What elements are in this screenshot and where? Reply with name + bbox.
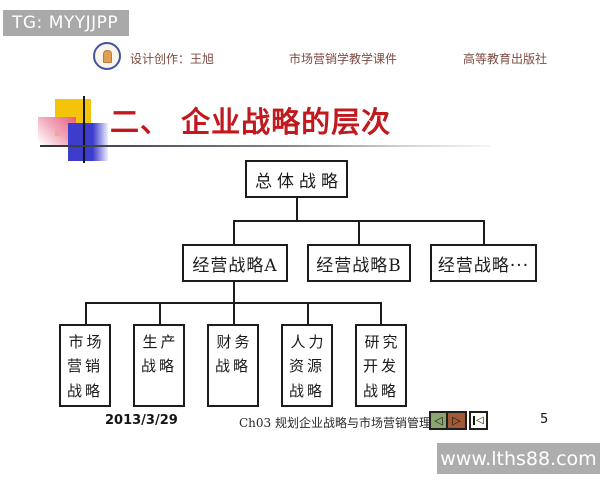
connector-line — [296, 198, 298, 222]
title-accent-blue-square — [68, 123, 108, 161]
first-slide-triangle-icon: ◁ — [476, 415, 484, 426]
node-overall-strategy: 总体战略 — [245, 160, 348, 198]
node-hr-strategy: 人力 资源 战略 — [281, 324, 333, 407]
header-publisher: 高等教育出版社 — [463, 52, 548, 66]
footer-date: 2013/3/29 — [105, 413, 178, 428]
node-business-strategy-b: 经营战略B — [307, 244, 411, 282]
title-accent-vertical-line — [83, 96, 85, 163]
node-business-strategy-a: 经营战略A — [182, 244, 288, 282]
slide-nav-group: ◁ ▷ — [429, 411, 467, 430]
connector-line — [358, 220, 360, 244]
emblem-shape — [102, 49, 112, 63]
connector-line — [233, 282, 235, 304]
title-underline — [40, 145, 490, 147]
watermark-website: www.lths88.com — [437, 443, 600, 474]
connector-line — [380, 302, 382, 324]
connector-line — [159, 302, 161, 324]
university-emblem-icon — [93, 42, 121, 70]
first-slide-button[interactable]: ◁ — [469, 411, 488, 430]
header-courseware: 市场营销学教学课件 — [289, 52, 398, 66]
page-title: 二、 企业战略的层次 — [110, 105, 392, 139]
next-slide-button[interactable]: ▷ — [448, 413, 465, 428]
connector-line — [233, 302, 235, 324]
header-credit: 设计创作：王旭 — [130, 52, 215, 66]
node-production-strategy: 生产 战略 — [133, 324, 185, 407]
slide-nav: ◁ ▷ ◁ — [429, 411, 488, 430]
node-rd-strategy: 研究 开发 战略 — [355, 324, 407, 407]
node-finance-strategy: 财务 战略 — [207, 324, 259, 407]
footer-chapter-title: Ch03 规划企业战略与市场营销管理 — [239, 416, 431, 430]
node-marketing-strategy: 市场 营销 战略 — [59, 324, 111, 407]
first-slide-bar-icon — [473, 416, 476, 425]
node-business-strategy-more: 经营战略··· — [430, 244, 537, 282]
previous-slide-button[interactable]: ◁ — [431, 413, 448, 428]
connector-line — [483, 220, 485, 244]
connector-line — [307, 302, 309, 324]
watermark-tg: TG: MYYJJPP — [3, 10, 129, 36]
connector-line — [233, 220, 235, 244]
page-number: 5 — [540, 412, 549, 427]
connector-line — [85, 302, 87, 324]
